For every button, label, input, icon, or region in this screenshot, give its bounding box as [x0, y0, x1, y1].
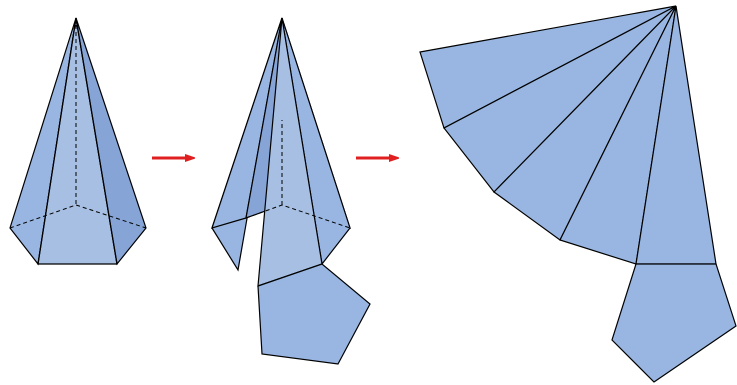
partially-unfolded-pyramid — [211, 17, 371, 365]
pyramid-net — [419, 5, 737, 383]
hidden-base-edge — [9, 204, 147, 229]
closed-pyramid — [9, 17, 147, 266]
net-base-pentagon — [611, 263, 737, 383]
pyramid-edge — [37, 17, 77, 265]
unfolded-base-pentagon — [257, 263, 371, 365]
pyramid-edge — [75, 17, 118, 265]
